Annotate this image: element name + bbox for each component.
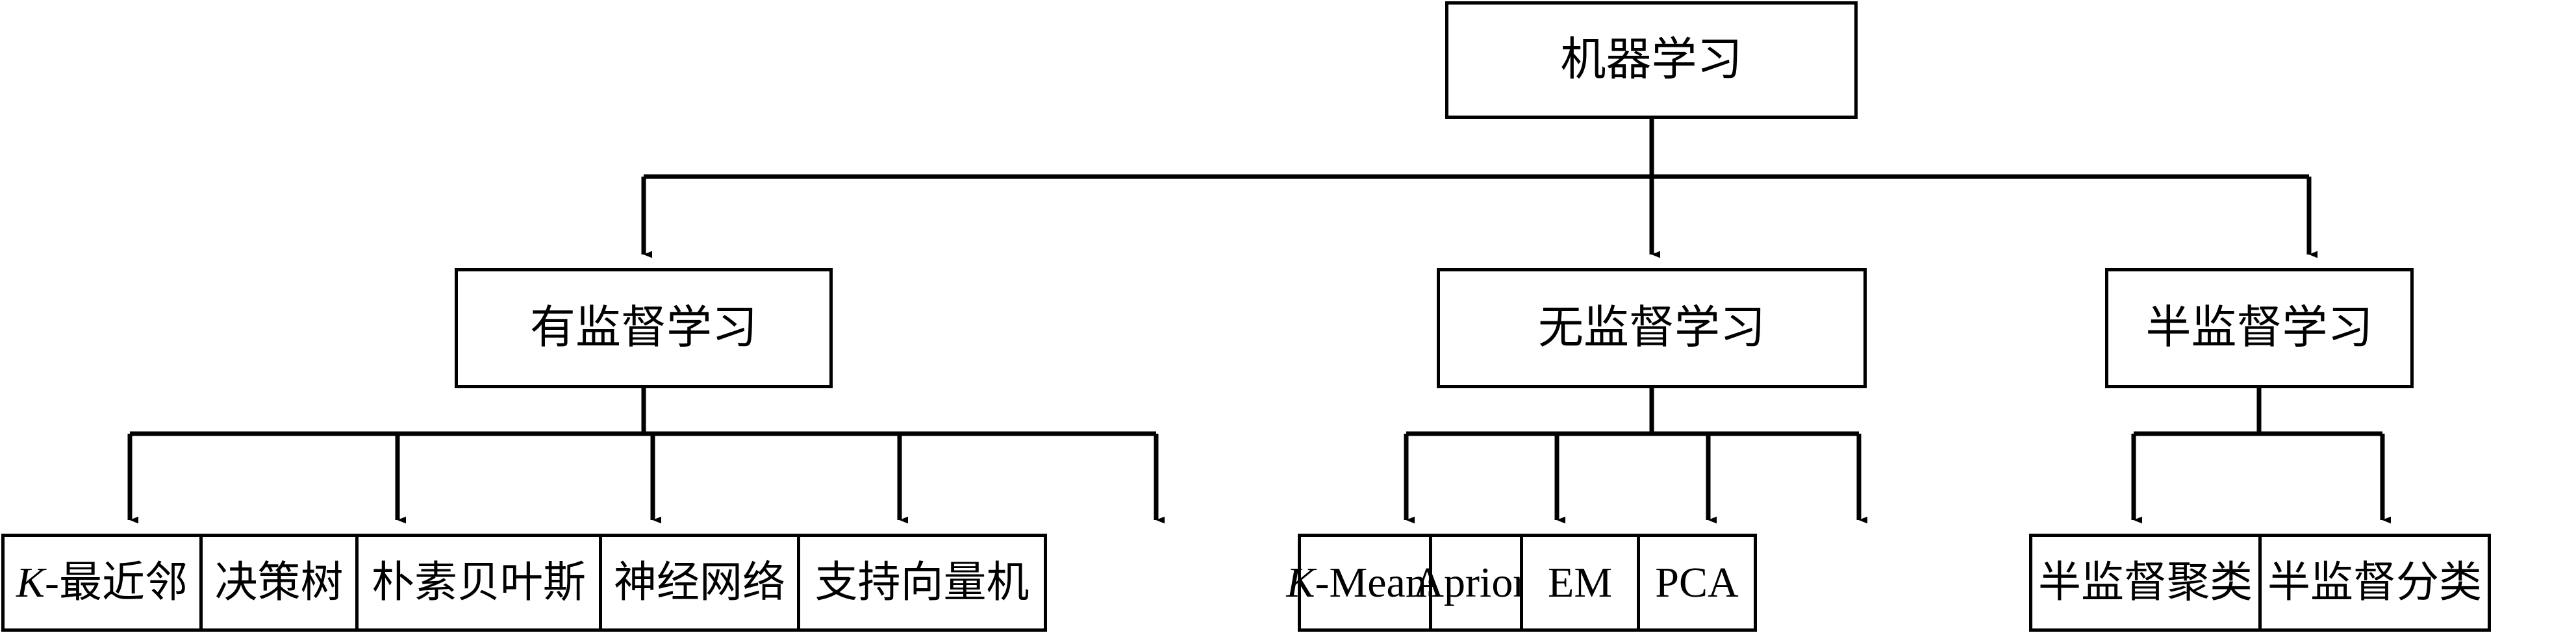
- node-pca-label: PCA: [1655, 558, 1739, 606]
- node-neural-network[interactable]: 神经网络: [599, 534, 800, 632]
- node-pca[interactable]: PCA: [1637, 534, 1757, 632]
- node-kmeans-rest: -Means: [1315, 558, 1444, 606]
- node-naive-bayes-label: 朴素贝叶斯: [372, 558, 586, 606]
- node-machine-learning-label: 机器学习: [1560, 34, 1743, 85]
- node-knn-k: K: [16, 558, 45, 606]
- node-semi-clustering-label: 半监督聚类: [2038, 558, 2253, 606]
- node-unsupervised[interactable]: 无监督学习: [1437, 268, 1867, 388]
- node-apriori-label: Apriori: [1413, 558, 1539, 606]
- node-semi-classification-label: 半监督分类: [2267, 558, 2482, 606]
- node-svm[interactable]: 支持向量机: [797, 534, 1047, 632]
- node-unsupervised-label: 无监督学习: [1538, 303, 1765, 353]
- node-decision-tree-label: 决策树: [214, 558, 344, 606]
- node-kmeans-k: K: [1286, 558, 1315, 606]
- node-knn-label: K-最近邻: [16, 558, 188, 606]
- node-em-label: EM: [1548, 558, 1612, 606]
- node-semi-classification[interactable]: 半监督分类: [2258, 534, 2491, 632]
- node-knn[interactable]: K-最近邻: [1, 534, 203, 632]
- node-em[interactable]: EM: [1520, 534, 1640, 632]
- node-knn-rest: -最近邻: [45, 558, 188, 606]
- node-supervised[interactable]: 有监督学习: [455, 268, 833, 388]
- node-apriori[interactable]: Apriori: [1413, 534, 1539, 632]
- node-decision-tree[interactable]: 决策树: [199, 534, 359, 632]
- node-semi-supervised[interactable]: 半监督学习: [2105, 268, 2414, 388]
- node-semi-clustering[interactable]: 半监督聚类: [2029, 534, 2262, 632]
- node-kmeans[interactable]: K-Means: [1287, 534, 1443, 632]
- node-svm-label: 支持向量机: [814, 558, 1029, 606]
- node-kmeans-label: K-Means: [1286, 558, 1444, 606]
- node-naive-bayes[interactable]: 朴素贝叶斯: [355, 534, 602, 632]
- node-neural-network-label: 神经网络: [614, 558, 785, 606]
- node-supervised-label: 有监督学习: [530, 303, 757, 353]
- node-machine-learning[interactable]: 机器学习: [1445, 1, 1858, 119]
- node-semi-supervised-label: 半监督学习: [2145, 303, 2373, 353]
